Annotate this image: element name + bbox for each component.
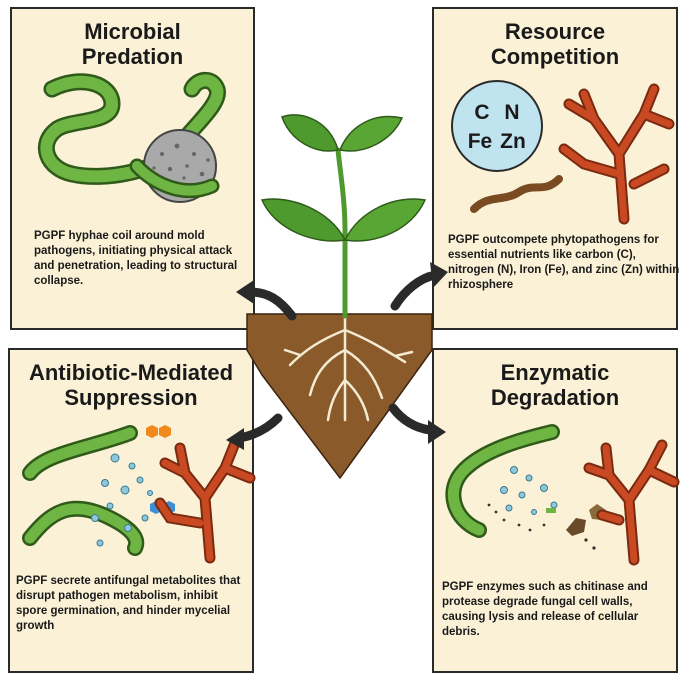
panel-title-antibiotic-suppression: Antibiotic-Mediated Suppression	[10, 360, 252, 410]
panel-description: PGPF hyphae coil around mold pathogens, …	[34, 230, 238, 287]
panel-description: PGPF enzymes such as chitinase and prote…	[442, 581, 648, 638]
panel-description: PGPF secrete antifungal metabolites that…	[16, 575, 241, 632]
title-line: Antibiotic-Mediated	[28, 360, 234, 385]
roots	[283, 314, 414, 422]
title-line: Predation	[81, 44, 184, 69]
arrows	[235, 270, 440, 443]
nutrient-symbol: N	[504, 101, 519, 124]
arrowheads	[226, 262, 448, 450]
soil-wedge	[246, 313, 433, 480]
plant-leaves	[260, 114, 427, 242]
panel-title-microbial-predation: Microbial Predation	[12, 19, 253, 69]
panel-resource-competition: Resource Competition C N Fe Zn PGPF outc…	[432, 7, 680, 330]
panel-title-enzymatic-degradation: Enzymatic Degradation	[434, 360, 676, 410]
nutrient-competition-illustration: C N Fe Zn	[451, 80, 675, 225]
panel-antibiotic-suppression: Antibiotic-Mediated Suppression PGPF sec…	[8, 348, 256, 673]
hyphae-coil-illustration	[37, 71, 226, 203]
panel-enzymatic-degradation: Enzymatic Degradation PGPF enzymes such …	[432, 348, 680, 673]
title-line: Microbial	[84, 19, 181, 44]
title-line: Resource	[504, 19, 606, 44]
nutrient-symbol: Zn	[500, 130, 526, 153]
panel-title-resource-competition: Resource Competition	[434, 19, 676, 69]
nutrient-symbol: C	[474, 101, 489, 124]
antibiotic-illustration	[22, 425, 256, 564]
panel-description: PGPF outcompete phytopathogens for essen…	[448, 234, 680, 291]
title-line: Enzymatic	[500, 360, 610, 385]
enzyme-degradation-illustration	[445, 424, 680, 566]
title-line: Suppression	[64, 385, 198, 410]
panel-microbial-predation: Microbial Predation PGPF hyphae coil aro…	[10, 7, 255, 330]
title-line: Competition	[490, 44, 620, 69]
title-line: Degradation	[490, 385, 620, 410]
nutrient-symbol: Fe	[468, 130, 493, 153]
